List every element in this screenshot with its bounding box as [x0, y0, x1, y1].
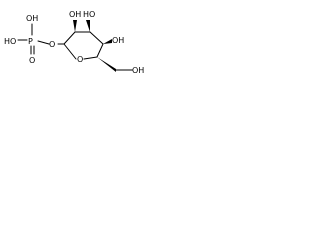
bond-o1-p — [37, 40, 50, 45]
c2-hydroxyl-label: OH — [69, 10, 81, 19]
bond-c5-oring — [83, 56, 98, 60]
bond-c4-c5 — [96, 43, 104, 58]
phosphate-double-o-label: O — [29, 56, 35, 65]
chemical-structure: OH P HO O O OH HO OH O OH — [4, 10, 144, 75]
c4-hydroxyl-label: OH — [112, 36, 124, 45]
bond-c1-c2 — [63, 31, 76, 45]
wedge-c2-oh — [73, 20, 77, 32]
phosphate-top-oh-label: OH — [26, 14, 38, 23]
bond-oring-c1 — [63, 43, 77, 60]
wedge-c4-oh — [103, 39, 112, 44]
wedge-c3-oh — [86, 20, 90, 32]
bond-c3-c4 — [89, 31, 104, 45]
anomeric-oxygen-label: O — [49, 40, 55, 49]
c3-hydroxyl-label: HO — [83, 10, 95, 19]
phosphate-ho-label: HO — [4, 37, 16, 46]
ring-oxygen-label: O — [77, 55, 83, 64]
wedge-c5-ch2 — [97, 57, 116, 72]
phosphorus-label: P — [28, 37, 33, 46]
c6-hydroxyl-label: OH — [132, 66, 144, 75]
